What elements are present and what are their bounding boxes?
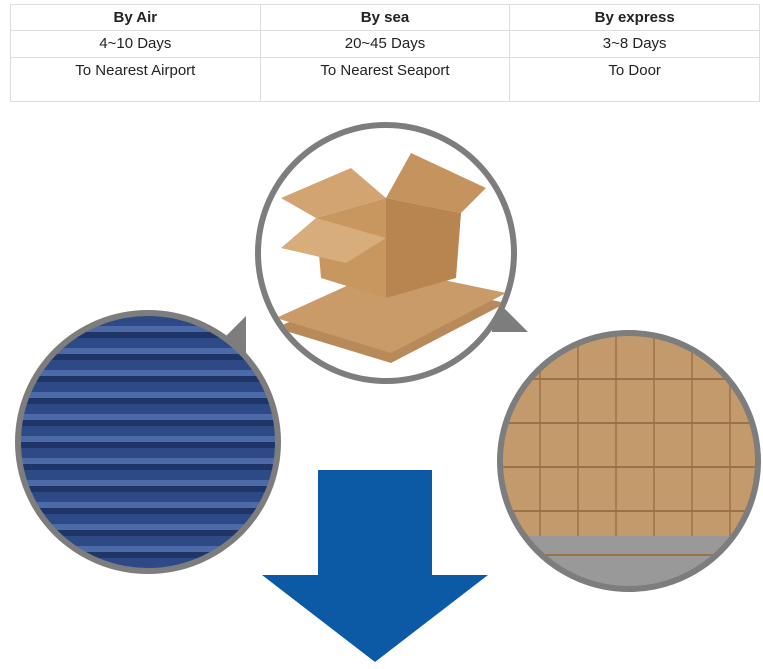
header-express: By express [509, 4, 760, 31]
cardboard-box-photo [255, 122, 517, 384]
header-sea: By sea [259, 4, 511, 31]
down-arrow-icon [262, 470, 488, 662]
destination-sea: To Nearest Seaport [259, 57, 511, 102]
destination-air: To Nearest Airport [10, 57, 261, 102]
destination-express: To Door [509, 57, 760, 102]
duration-express: 3~8 Days [509, 30, 760, 58]
duration-air: 4~10 Days [10, 30, 261, 58]
warehouse-cartons-photo [497, 330, 761, 592]
header-air: By Air [10, 4, 261, 31]
duration-sea: 20~45 Days [259, 30, 511, 58]
wrapped-garments-photo [15, 310, 281, 574]
shipping-options-table: By Air By sea By express 4~10 Days 20~45… [10, 4, 760, 102]
